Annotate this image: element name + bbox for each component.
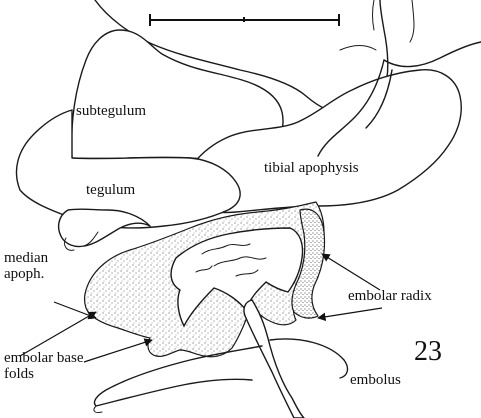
- cymbium-outline-inner: [373, 0, 375, 30]
- tibia-outline-2: [340, 0, 414, 50]
- label-embolar-base-folds-line2: folds: [4, 366, 34, 382]
- tibia-outline: [384, 42, 481, 67]
- label-median-apoph-line2: apoph.: [4, 266, 44, 282]
- figure-number: 23: [414, 336, 442, 367]
- scale-bar: [150, 14, 339, 26]
- label-subtegulum: subtegulum: [76, 103, 146, 119]
- label-tegulum: tegulum: [86, 182, 135, 198]
- arrow-embolar-radix-lower: [318, 308, 382, 318]
- arrow-embolar-radix-upper: [322, 254, 380, 290]
- label-embolus: embolus: [350, 372, 401, 388]
- arrow-embolar-base-folds: [84, 340, 152, 362]
- label-tibial-apophysis: tibial apophysis: [264, 160, 359, 176]
- label-median-apoph-line1: median: [4, 250, 49, 266]
- embolus-loop: [94, 406, 102, 413]
- label-embolar-base-folds-line1: embolar base: [4, 350, 84, 366]
- label-embolar-radix: embolar radix: [348, 288, 432, 304]
